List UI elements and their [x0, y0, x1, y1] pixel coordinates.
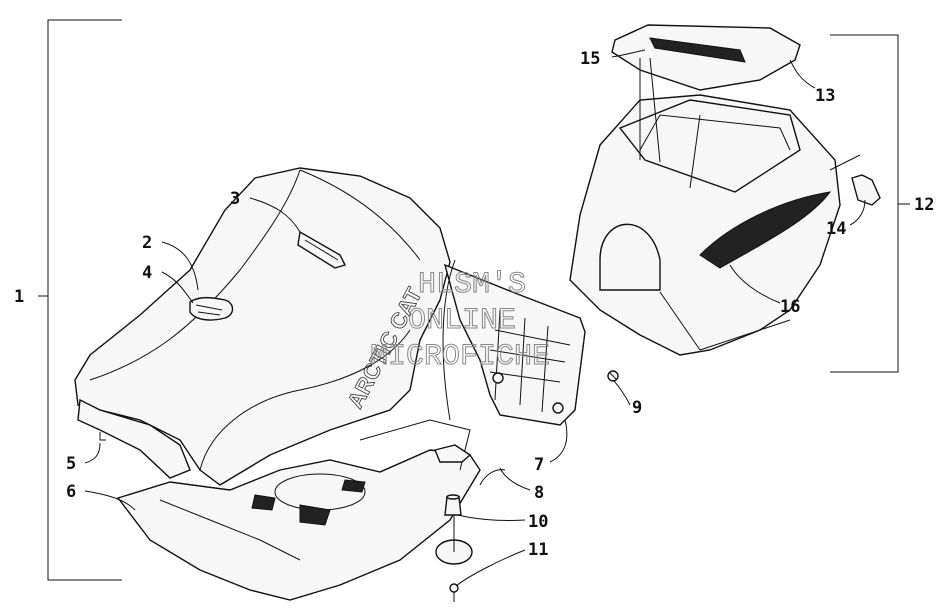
callout-15: 15	[580, 49, 600, 69]
clip-item-5	[99, 432, 106, 441]
washer-item-11	[435, 515, 473, 602]
watermark-line-1: HLSM'S	[418, 268, 526, 302]
watermark: HLSM'S ONLINE MICROFICHE	[370, 268, 551, 375]
callout-10: 10	[528, 512, 548, 532]
callout-2: 2	[142, 233, 152, 253]
callout-4: 4	[142, 263, 152, 283]
callout-8: 8	[534, 483, 544, 503]
callout-6: 6	[66, 482, 76, 502]
screw-item-9	[607, 370, 619, 382]
callout-16: 16	[780, 297, 800, 317]
callout-labels: 1 2 3 4 5 6 7 8 9 10 11 12 13 14 15 16	[14, 49, 934, 560]
hinge-bracket-14	[851, 174, 881, 206]
callout-5: 5	[66, 454, 76, 474]
callout-9: 9	[632, 398, 642, 418]
seat-cushion: ARCTIC CAT	[74, 167, 451, 486]
seat-decal-patch	[189, 296, 234, 321]
seat-base-pan	[116, 419, 481, 601]
seat-strap	[297, 230, 346, 269]
assembly-bracket-1	[38, 19, 122, 581]
leader-lines	[84, 49, 866, 587]
watermark-line-2: ONLINE	[408, 304, 516, 338]
seat-hinge-plate	[442, 259, 586, 426]
callout-14: 14	[826, 219, 846, 239]
callout-11: 11	[528, 540, 548, 560]
storage-box	[569, 94, 841, 356]
callout-12: 12	[914, 195, 934, 215]
assembly-bracket-12	[830, 34, 910, 373]
callout-13: 13	[815, 86, 835, 106]
storage-lid	[611, 24, 801, 91]
callout-3: 3	[230, 189, 240, 209]
bumper-item-10	[444, 494, 462, 516]
callout-1: 1	[14, 287, 24, 307]
seat-latch	[434, 444, 506, 486]
callout-7: 7	[534, 455, 544, 475]
watermark-line-3: MICROFICHE	[370, 340, 550, 374]
